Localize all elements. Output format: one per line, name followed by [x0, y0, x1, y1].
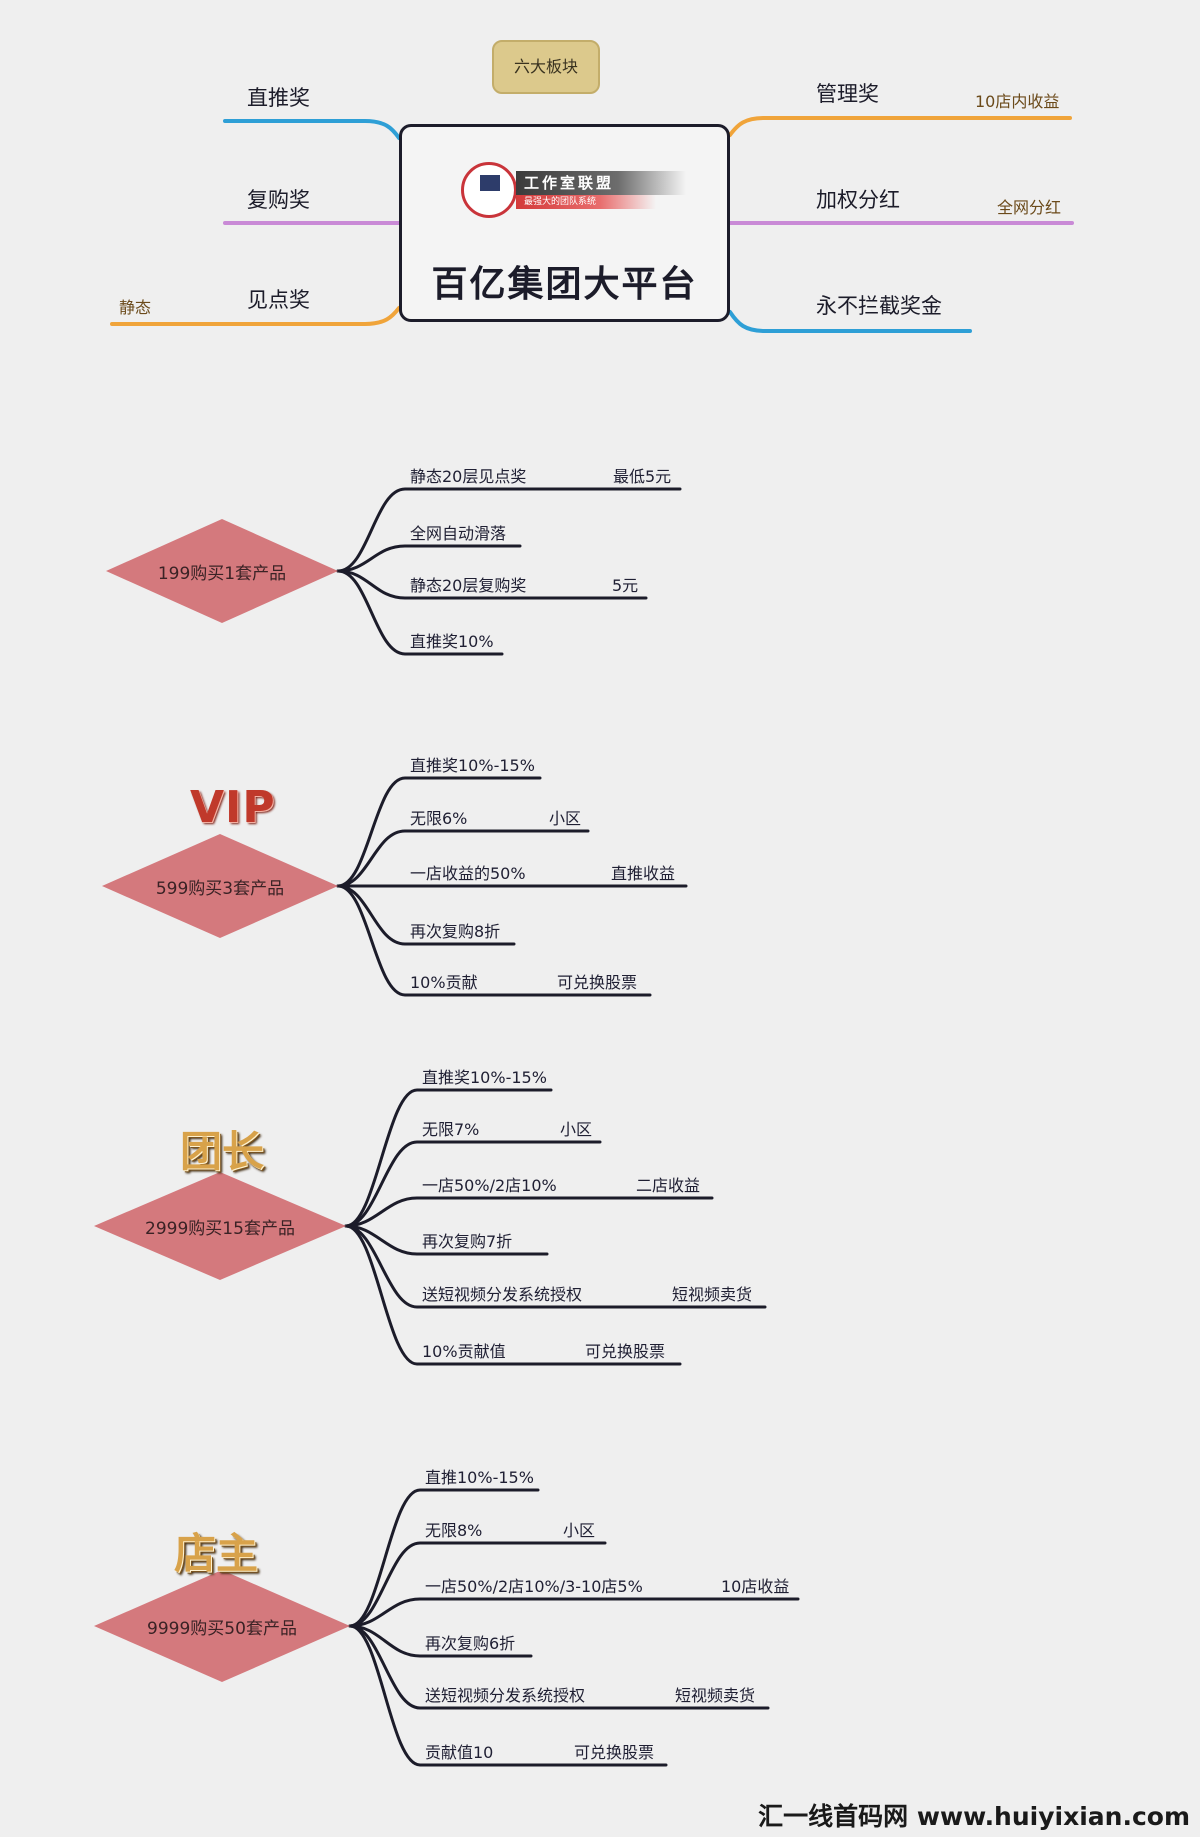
tier-3-item-2: 一店50%/2店10%/3-10店5%: [425, 1577, 643, 1596]
tier-3-branch-3: [348, 1624, 533, 1658]
tier-2-item-3: 再次复购7折: [422, 1232, 513, 1251]
tier-3-diamond: [94, 1570, 350, 1682]
tier-0-item-1: 全网自动滑落: [410, 524, 507, 543]
tier-1-item-4-note: 可兑换股票: [557, 973, 638, 992]
tier-3-item-5-note: 可兑换股票: [574, 1743, 655, 1762]
logo-emblem: [461, 162, 517, 218]
tier-diamonds: [94, 519, 350, 1682]
tier-3-branch-2: [348, 1597, 800, 1628]
tier-2-item-4-note: 短视频卖货: [672, 1285, 753, 1304]
tier-1-title: VIP: [190, 782, 276, 833]
tier-2-diamond: [94, 1172, 346, 1280]
tier-0-item-3: 直推奖10%: [410, 632, 494, 651]
tier-2-item-5: 10%贡献值: [422, 1342, 506, 1361]
tier-2-title: 团长: [180, 1127, 265, 1176]
tier-1-diamond-label: 599购买3套产品: [155, 879, 285, 899]
tier-2-item-4: 送短视频分发系统授权: [422, 1285, 583, 1304]
watermark: 汇一线首码网 www.huiyixian.com: [758, 1802, 1190, 1831]
tier-1-item-2-note: 直推收益: [611, 864, 676, 883]
tier-2-branch-2: [344, 1196, 714, 1228]
section-tag: 六大板块: [492, 40, 600, 94]
tier-1-branch-1: [336, 829, 590, 888]
branch-guanli-note: 10店内收益: [975, 92, 1060, 111]
tier-2-item-2-note: 二店收益: [636, 1176, 701, 1195]
tier-3-item-4: 送短视频分发系统授权: [425, 1686, 586, 1705]
tier-3-item-2-note: 10店收益: [721, 1577, 790, 1596]
tier-2-branch-0: [344, 1088, 553, 1228]
tier-3-branch-0: [348, 1488, 540, 1628]
tier-3-branch-5: [348, 1624, 668, 1767]
tier-1-item-4: 10%贡献: [410, 973, 478, 992]
tier-1-branch-4: [336, 884, 652, 997]
tier-1-item-3: 再次复购8折: [410, 922, 501, 941]
tier-0-item-2-note: 5元: [612, 576, 639, 595]
jiandian-line: [110, 306, 401, 326]
tier-2-item-1-note: 小区: [560, 1120, 593, 1139]
tier-2-diamond-label: 2999购买15套产品: [145, 1219, 295, 1239]
central-title: 百亿集团大平台: [431, 264, 698, 305]
tier-0-item-2: 静态20层复购奖: [410, 576, 527, 595]
central-node: 工作室联盟 最强大的团队系统 百亿集团大平台: [399, 124, 730, 322]
tier-2-branch-3: [344, 1224, 549, 1256]
tier-1-diamond: [102, 834, 338, 938]
tier-2-branch-1: [344, 1140, 602, 1228]
tier-1-branch-0: [336, 776, 542, 888]
tier-connector-lines: [336, 487, 800, 1767]
tier-1-item-0: 直推奖10%-15%: [410, 756, 535, 775]
tier-0-branch-0: [336, 487, 682, 573]
tier-2-item-5-note: 可兑换股票: [585, 1342, 666, 1361]
logo-slogan: 最强大的团队系统: [516, 195, 656, 209]
tier-1-item-1: 无限6%: [410, 809, 468, 828]
tier-0-diamond: [106, 519, 338, 623]
yongbu-line: [728, 310, 972, 333]
branch-jiaquan: 加权分红: [816, 188, 900, 212]
tier-2-item-0: 直推奖10%-15%: [422, 1068, 547, 1087]
tier-3-branch-1: [348, 1541, 607, 1628]
tier-0-branch-1: [336, 544, 522, 573]
tier-0-item-0-note: 最低5元: [613, 467, 672, 486]
branch-zhitui: 直推奖: [247, 86, 310, 110]
branch-jiandian-note: 静态: [119, 298, 152, 317]
tier-1-item-1-note: 小区: [549, 809, 582, 828]
tier-3-item-1-note: 小区: [563, 1521, 596, 1540]
tier-3-item-3: 再次复购6折: [425, 1634, 516, 1653]
tier-0-item-0: 静态20层见点奖: [410, 467, 527, 486]
top-branch-lines: [110, 116, 1074, 333]
tier-3-item-0: 直推10%-15%: [425, 1468, 534, 1487]
tier-0-branch-3: [336, 569, 504, 656]
tier-2-item-1: 无限7%: [422, 1120, 480, 1139]
tier-3-diamond-label: 9999购买50套产品: [147, 1619, 297, 1639]
tier-2-branch-5: [344, 1224, 682, 1366]
tier-2-item-2: 一店50%/2店10%: [422, 1176, 557, 1195]
zhitui-line: [223, 119, 401, 140]
branch-jiaquan-note: 全网分红: [997, 198, 1062, 217]
tier-3-item-5: 贡献值10: [425, 1743, 494, 1762]
tier-3-title: 店主: [174, 1529, 259, 1578]
branch-yongbu: 永不拦截奖金: [816, 294, 942, 318]
logo-name: 工作室联盟: [516, 171, 686, 195]
branch-jiandian: 见点奖: [247, 288, 310, 312]
tier-0-diamond-label: 199购买1套产品: [157, 564, 287, 584]
branch-guanli: 管理奖: [816, 82, 879, 106]
tier-1-item-2: 一店收益的50%: [410, 864, 526, 883]
tier-0-branch-2: [336, 569, 648, 600]
guanli-line: [728, 116, 1072, 137]
tier-3-item-4-note: 短视频卖货: [675, 1686, 756, 1705]
building-icon: [480, 175, 500, 191]
branch-fugou: 复购奖: [247, 188, 310, 212]
tier-3-item-1: 无限8%: [425, 1521, 483, 1540]
